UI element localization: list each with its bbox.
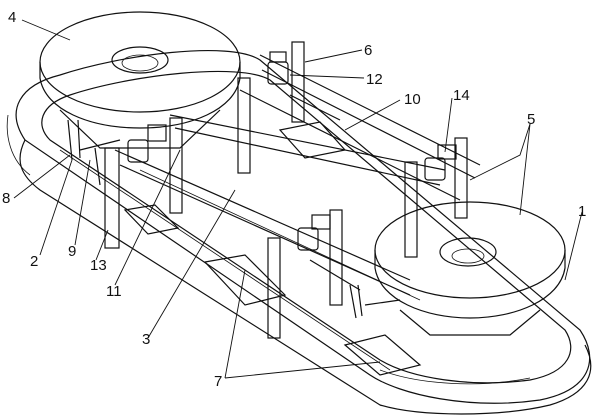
label-8: 8 <box>2 190 10 207</box>
label-6: 6 <box>364 42 372 59</box>
bearing-units <box>127 51 457 251</box>
label-1: 1 <box>578 203 586 220</box>
label-13: 13 <box>90 257 107 274</box>
tension-arms <box>67 94 401 319</box>
floor-boxes <box>123 121 422 376</box>
vertical-posts <box>104 41 468 339</box>
label-12: 12 <box>366 71 383 88</box>
label-5: 5 <box>527 111 535 128</box>
oval-base-tank <box>6 49 592 415</box>
label-4: 4 <box>8 9 16 26</box>
right-small-pulley <box>374 201 566 336</box>
label-2: 2 <box>30 253 38 270</box>
label-9: 9 <box>68 243 76 260</box>
part-labels: 4 6 12 10 14 5 1 8 2 9 13 11 3 7 <box>2 9 586 390</box>
leader-lines <box>13 19 583 379</box>
left-large-pulley <box>39 11 241 149</box>
label-3: 3 <box>142 331 150 348</box>
label-14: 14 <box>453 87 470 104</box>
label-10: 10 <box>404 91 421 108</box>
label-7: 7 <box>214 373 222 390</box>
label-11: 11 <box>106 283 122 300</box>
frame-beams <box>114 54 481 301</box>
